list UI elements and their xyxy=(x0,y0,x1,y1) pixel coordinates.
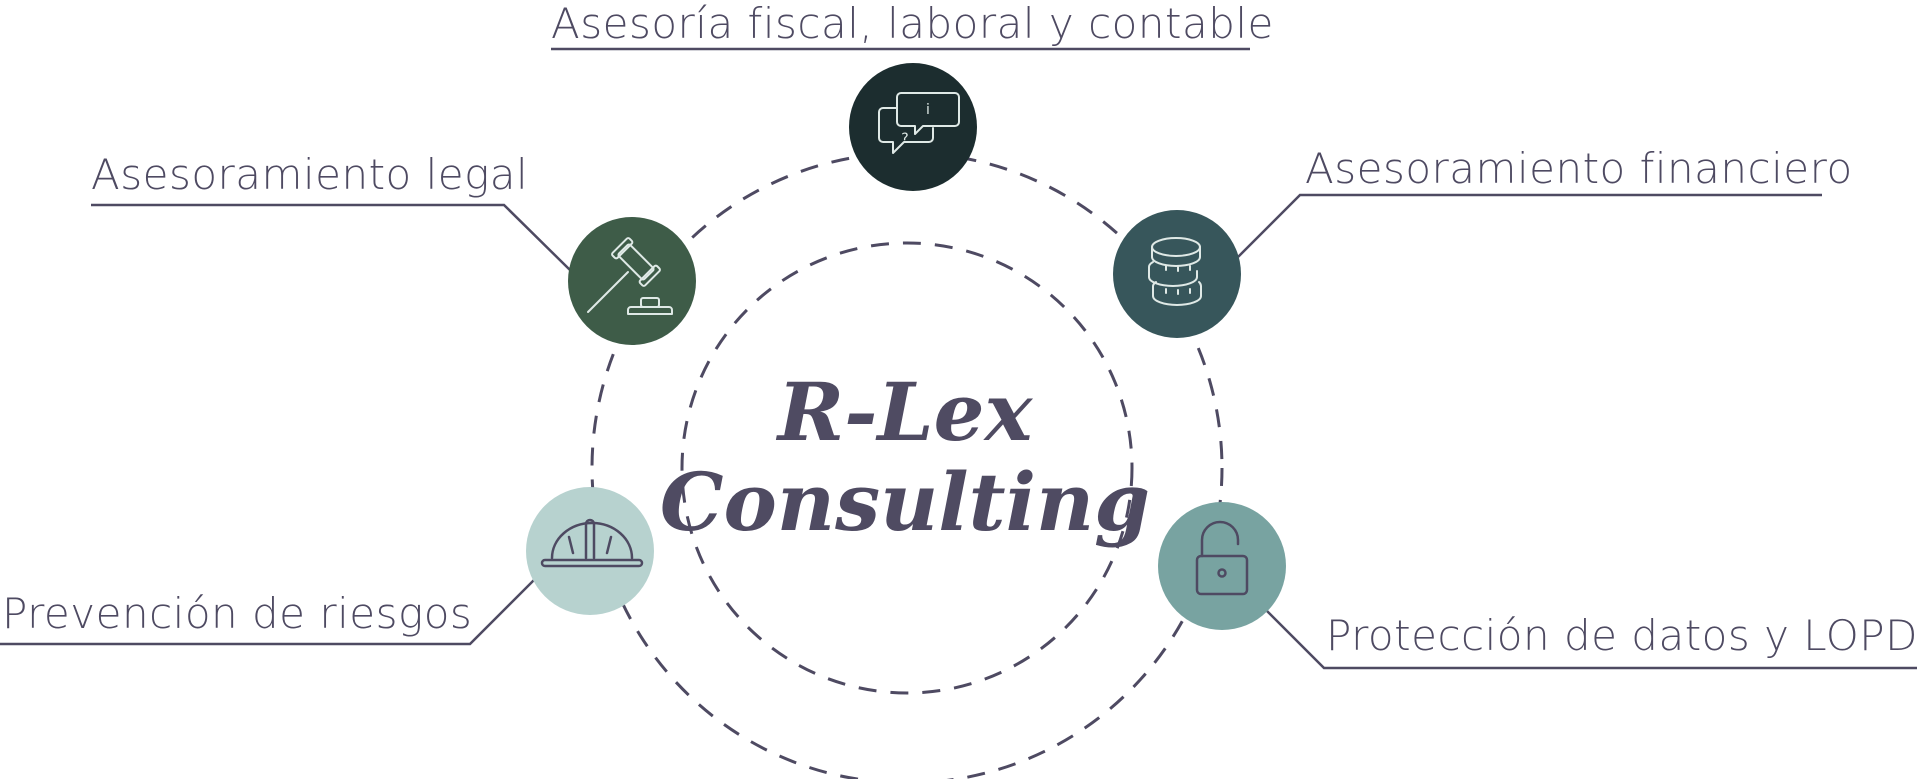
svg-text:?: ? xyxy=(901,131,908,147)
brand-line-1: R-Lex xyxy=(776,365,1034,459)
brand-line-2: Consulting xyxy=(660,455,1150,549)
node-prevencion-circle xyxy=(526,487,654,615)
label-fiscal: Asesoría fiscal, laboral y contable xyxy=(551,0,1274,48)
padlock-icon xyxy=(1195,520,1249,596)
leader-line-prevencion xyxy=(0,577,537,646)
label-financiero: Asesoramiento financiero xyxy=(1305,144,1853,193)
leader-line-financiero xyxy=(1237,193,1822,258)
coins-stack-icon xyxy=(1147,237,1202,306)
node-proteccion xyxy=(1158,502,1286,630)
gavel-icon xyxy=(587,237,673,315)
label-legal: Asesoramiento legal xyxy=(91,150,528,199)
svg-text:i: i xyxy=(926,102,930,118)
hard-hat-icon xyxy=(540,518,644,568)
label-proteccion: Protección de datos y LOPD xyxy=(1326,611,1918,660)
node-financiero xyxy=(1113,210,1241,338)
inner-dashed-ring xyxy=(680,241,1134,695)
node-financiero-circle xyxy=(1113,210,1241,338)
node-proteccion-circle xyxy=(1158,502,1286,630)
node-legal xyxy=(568,217,696,345)
label-prevencion: Prevención de riesgos xyxy=(2,589,472,638)
node-prevencion xyxy=(526,487,654,615)
node-fiscal: i ? xyxy=(849,63,977,191)
brand-logo: R-Lex Consulting xyxy=(660,365,1150,549)
node-legal-circle xyxy=(568,217,696,345)
leader-line-proteccion xyxy=(1261,605,1917,670)
chat-bubbles-icon: i ? xyxy=(878,92,960,154)
leader-line-legal xyxy=(91,203,571,271)
